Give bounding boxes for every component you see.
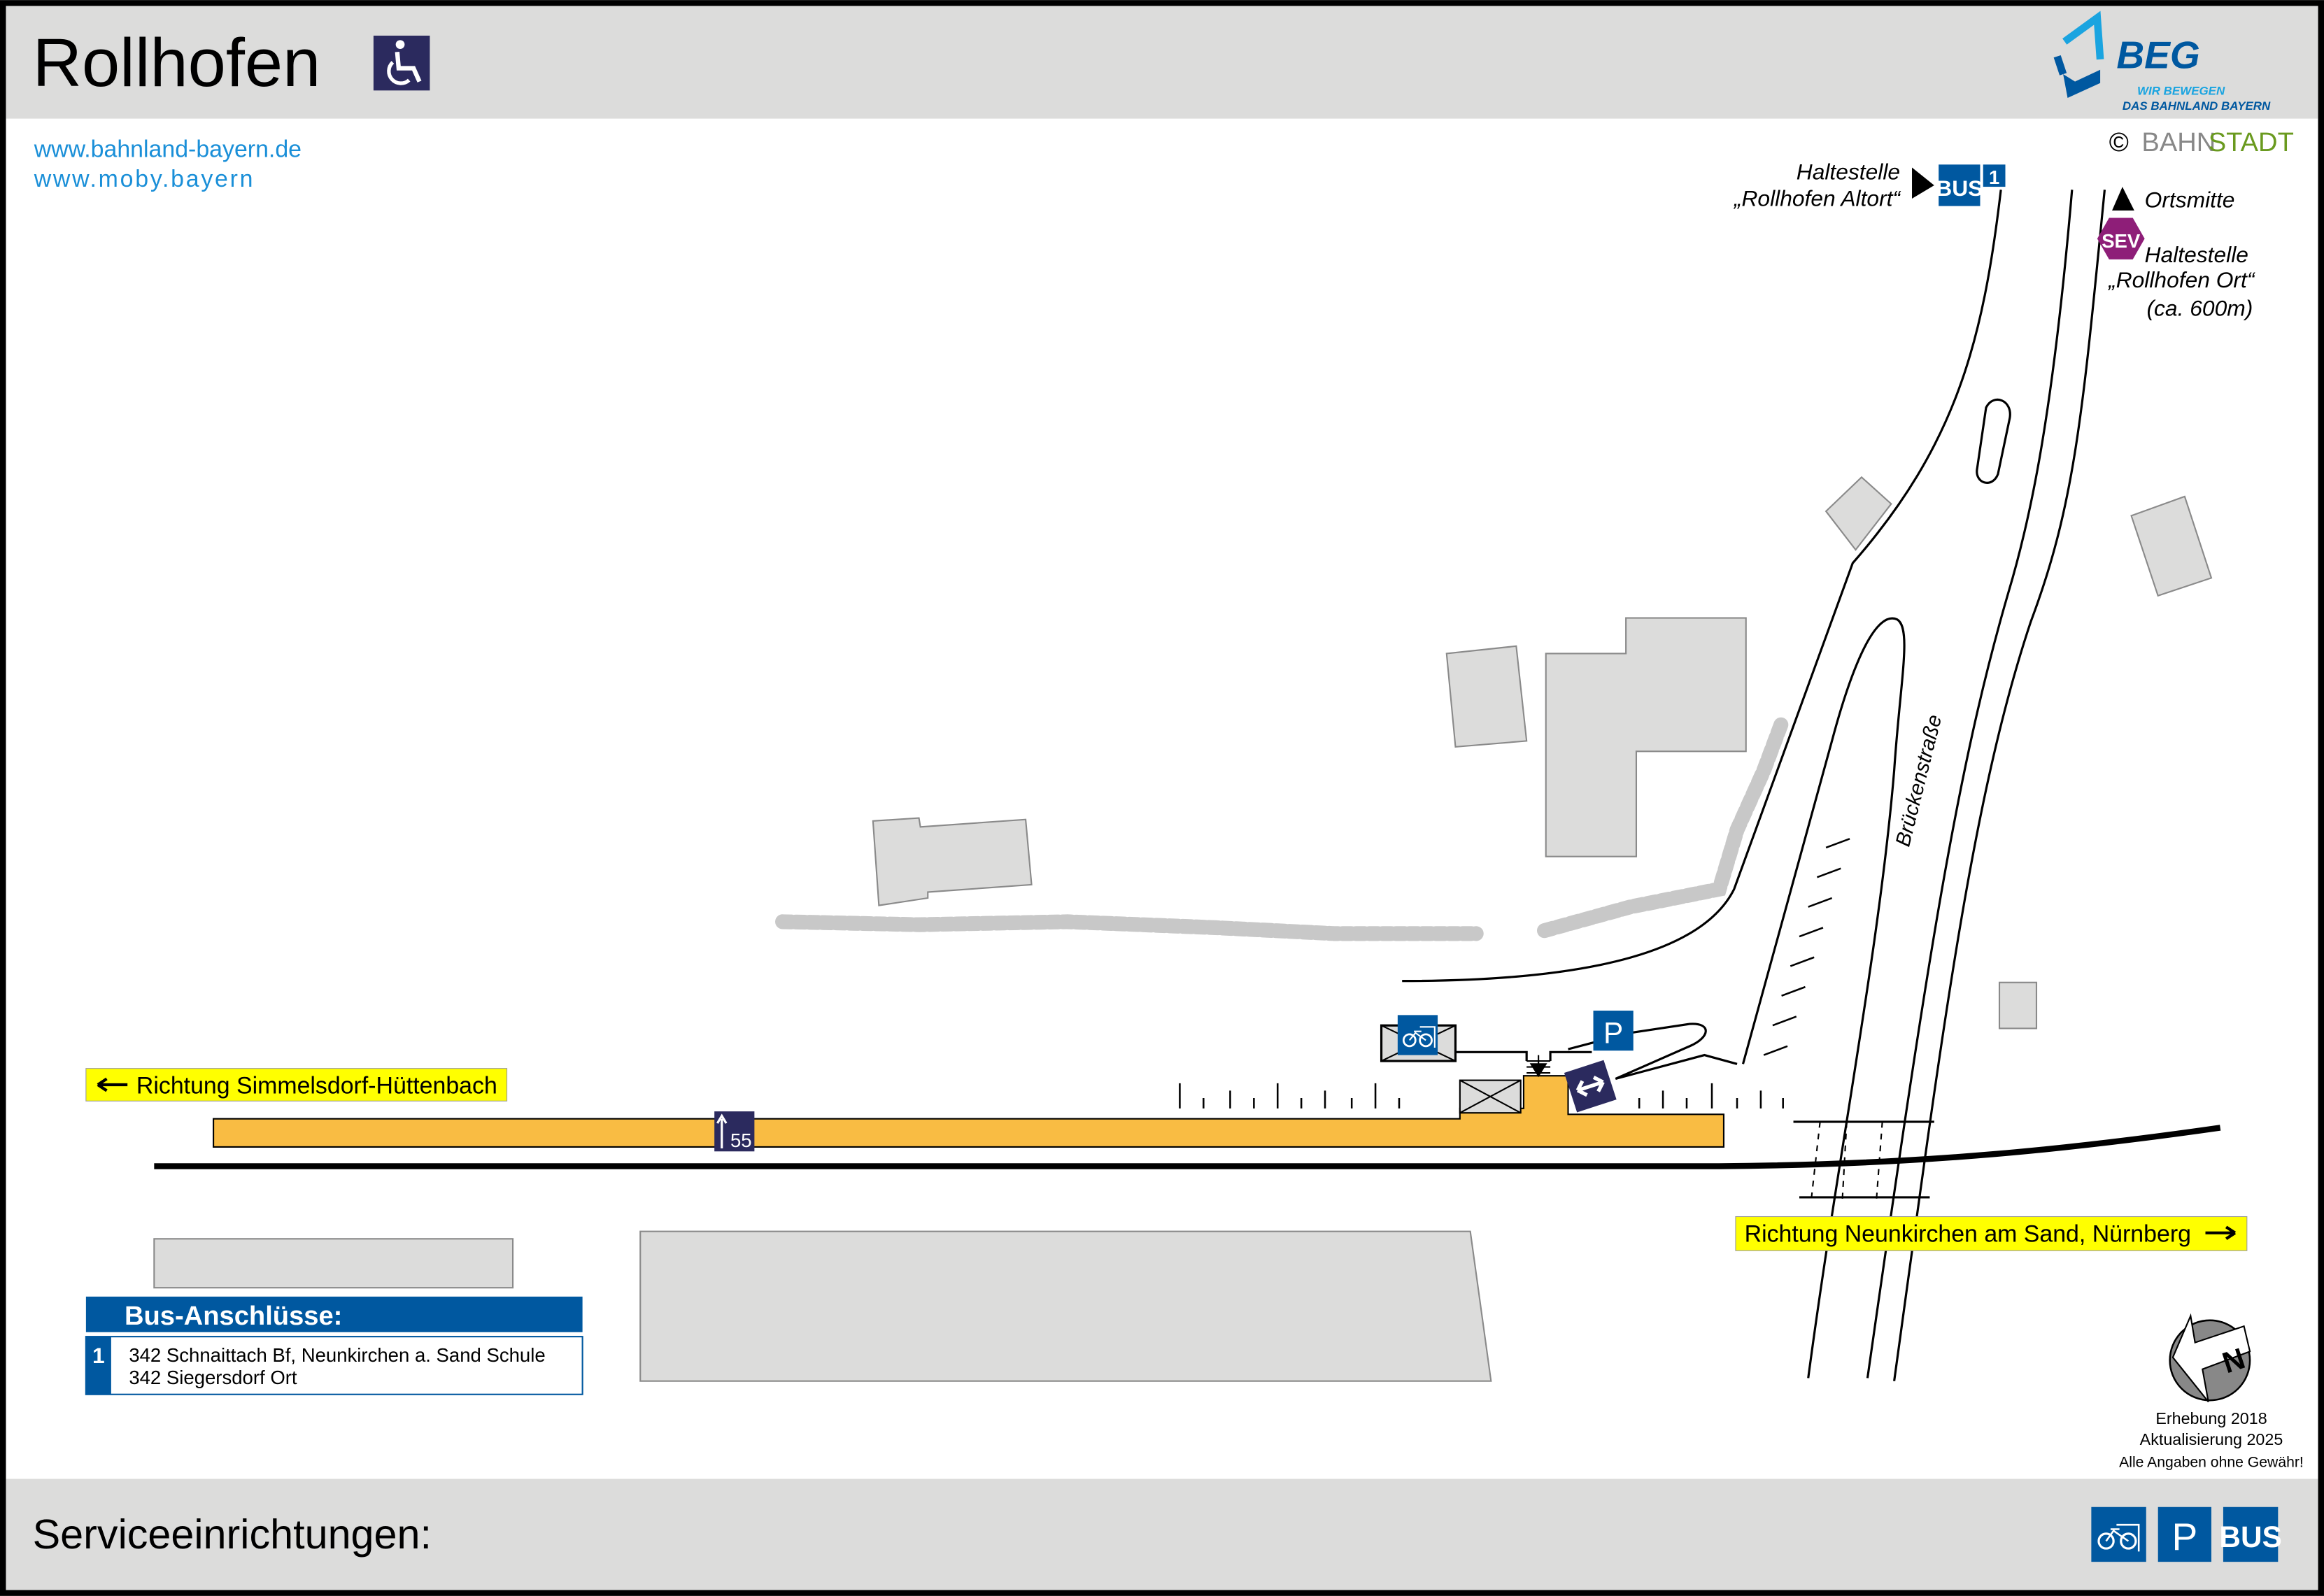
- svg-text:BUS: BUS: [2219, 1520, 2281, 1553]
- svg-text:Richtung Neunkirchen am Sand,: Richtung Neunkirchen am Sand, Nürnberg: [1745, 1221, 2191, 1248]
- parking-marks: [1179, 838, 1850, 1109]
- service-bus-icon: BUS: [2219, 1506, 2282, 1562]
- bus-line: 342 Siegersdorf Ort: [129, 1367, 297, 1388]
- svg-text:Richtung Simmelsdorf-Hüttenbac: Richtung Simmelsdorf-Hüttenbach: [136, 1073, 497, 1099]
- services-title: Serviceeinrichtungen:: [33, 1511, 432, 1558]
- arrow-left-icon: [97, 1077, 128, 1092]
- bus-line: 342 Schnaittach Bf, Neunkirchen a. Sand …: [129, 1344, 545, 1366]
- svg-text:Ortsmitte: Ortsmitte: [2145, 187, 2235, 213]
- svg-text:BEG: BEG: [2116, 34, 2199, 77]
- svg-text:Haltestelle: Haltestelle: [1797, 159, 1900, 184]
- link-moby[interactable]: www.moby.bayern: [34, 166, 255, 192]
- footer-band: [6, 1479, 2318, 1590]
- svg-text:©: ©: [2109, 127, 2129, 157]
- svg-text:BUS: BUS: [1936, 176, 1983, 201]
- railway-track: [154, 1125, 2221, 1169]
- svg-text:1: 1: [1989, 166, 1999, 188]
- platform-sign: 55: [714, 1111, 755, 1152]
- triangle-up-icon: [2112, 187, 2134, 211]
- bus-connections-table: Bus-Anschlüsse: 1 342 Schnaittach Bf, Ne…: [85, 1296, 583, 1395]
- svg-text:SEV: SEV: [2102, 230, 2141, 252]
- arrow-right-icon: [2205, 1225, 2237, 1241]
- svg-text:P: P: [2171, 1515, 2197, 1558]
- bus-stop-number: 1: [92, 1343, 105, 1368]
- svg-text:DAS BAHNLAND BAYERN: DAS BAHNLAND BAYERN: [2123, 99, 2271, 113]
- pointer-icon: [1912, 167, 1934, 199]
- beg-logo: BEG WIR BEWEGEN DAS BAHNLAND BAYERN: [2053, 10, 2271, 113]
- svg-text:P: P: [1603, 1017, 1623, 1050]
- bike-shelter: [1380, 1015, 1457, 1062]
- copyright-bahnstadt: © BAHN STADT: [2109, 127, 2294, 157]
- service-bike-parking-icon: [2091, 1506, 2146, 1562]
- page-title: Rollhofen: [33, 24, 321, 101]
- svg-text:Aktualisierung 2025: Aktualisierung 2025: [2140, 1430, 2283, 1448]
- svg-text:55: 55: [730, 1130, 752, 1151]
- svg-text:STADT: STADT: [2209, 127, 2294, 157]
- svg-text:Haltestelle: Haltestelle: [2145, 242, 2248, 267]
- bus-connections-title: Bus-Anschlüsse:: [125, 1301, 342, 1331]
- shelter: [1459, 1079, 1522, 1114]
- survey-info: Erhebung 2018 Aktualisierung 2025 Alle A…: [2119, 1409, 2304, 1470]
- ortsmitte-pointer: Ortsmitte: [2112, 187, 2234, 213]
- header-band: [6, 6, 2318, 119]
- hedge: [775, 914, 1484, 941]
- svg-text:(ca. 600m): (ca. 600m): [2146, 295, 2253, 320]
- direction-label-right: Richtung Neunkirchen am Sand, Nürnberg: [1735, 1216, 2248, 1251]
- hedge: [1537, 715, 1790, 939]
- link-bahnland[interactable]: www.bahnland-bayern.de: [34, 136, 302, 163]
- north-arrow-icon: N: [2169, 1313, 2251, 1403]
- service-parking-icon: P: [2158, 1506, 2211, 1562]
- svg-text:„Rollhofen Ort“: „Rollhofen Ort“: [2107, 267, 2255, 292]
- svg-text:Alle Angaben ohne Gewähr!: Alle Angaben ohne Gewähr!: [2119, 1455, 2304, 1471]
- wheelchair-icon: [373, 35, 430, 91]
- roads: [1402, 190, 2106, 1381]
- stairs-down-icon: [1526, 1055, 1551, 1078]
- svg-text:„Rollhofen Altort“: „Rollhofen Altort“: [1733, 186, 1901, 211]
- svg-text:BAHN: BAHN: [2141, 127, 2216, 157]
- bus-stop-altort: Haltestelle „Rollhofen Altort“ BUS 1: [1733, 159, 2006, 211]
- svg-text:WIR BEWEGEN: WIR BEWEGEN: [2137, 85, 2225, 98]
- parking-sign: P: [1593, 1011, 1634, 1051]
- buildings: [153, 476, 2213, 1382]
- direction-label-left: Richtung Simmelsdorf-Hüttenbach: [85, 1068, 508, 1102]
- sev-stop: SEV Haltestelle „Rollhofen Ort“ (ca. 600…: [2097, 218, 2255, 320]
- exit-arrow-icon: [1564, 1060, 1617, 1113]
- svg-text:Erhebung 2018: Erhebung 2018: [2155, 1409, 2267, 1427]
